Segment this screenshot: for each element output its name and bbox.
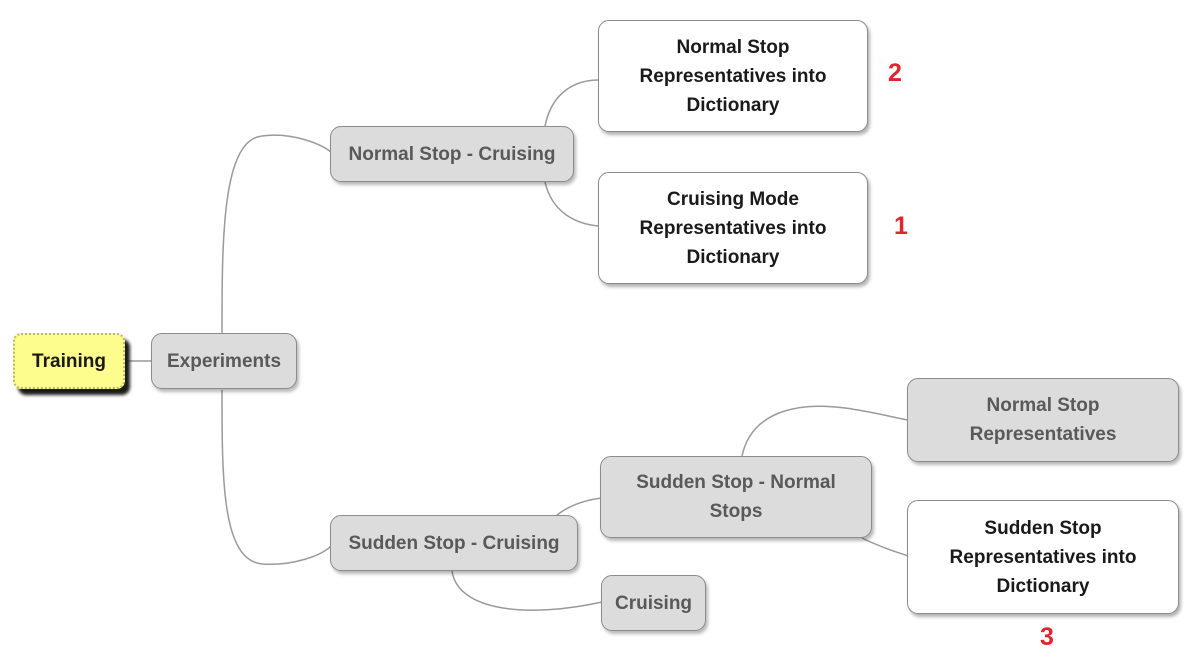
node-cruising-mode-rep-dict[interactable]: Cruising Mode Representatives into Dicti… xyxy=(598,172,868,284)
node-experiments[interactable]: Experiments xyxy=(151,333,297,389)
node-normal-stop-reps[interactable]: Normal Stop Representatives xyxy=(907,378,1179,462)
node-cruising-label: Cruising xyxy=(614,592,693,614)
marker-label-3: 3 xyxy=(1040,623,1054,651)
connector-sudden-stop-cruising-sudden-stop-normal-stops xyxy=(556,497,603,516)
node-sudden-stop-rep-dict-label: Sudden Stop Representatives into Diction… xyxy=(949,517,1137,597)
node-normal-stop-rep-dict-label: Normal Stop Representatives into Diction… xyxy=(639,36,827,116)
connector-sudden-stop-normal-stops-normal-stop-reps xyxy=(741,405,909,457)
node-cruising[interactable]: Cruising xyxy=(601,575,706,631)
marker-label-1: 1 xyxy=(894,212,908,240)
node-normal-stop-cruising[interactable]: Normal Stop - Cruising xyxy=(330,126,574,182)
node-normal-stop-reps-label: Normal Stop Representatives xyxy=(969,395,1117,445)
node-sudden-stop-rep-dict[interactable]: Sudden Stop Representatives into Diction… xyxy=(907,500,1179,614)
node-training[interactable]: Training xyxy=(13,333,125,389)
connector-experiments-sudden-stop-cruising xyxy=(221,389,333,565)
node-sudden-stop-normal-stops[interactable]: Sudden Stop - Normal Stops xyxy=(600,456,872,538)
node-normal-stop-rep-dict[interactable]: Normal Stop Representatives into Diction… xyxy=(598,20,868,132)
node-normal-stop-cruising-label: Normal Stop - Cruising xyxy=(348,143,556,165)
node-sudden-stop-cruising-label: Sudden Stop - Cruising xyxy=(348,532,560,554)
node-training-label: Training xyxy=(32,350,106,372)
connector-normal-stop-cruising-normal-stop-rep-dict xyxy=(544,79,600,127)
connector-normal-stop-cruising-cruising-mode-rep-dict xyxy=(544,181,600,227)
node-experiments-label: Experiments xyxy=(166,350,282,372)
marker-label-2: 2 xyxy=(888,59,902,87)
node-sudden-stop-normal-stops-label: Sudden Stop - Normal Stops xyxy=(636,472,836,522)
connector-sudden-stop-normal-stops-sudden-stop-rep-dict xyxy=(861,537,909,557)
connector-experiments-normal-stop-cruising xyxy=(221,134,333,334)
node-sudden-stop-cruising[interactable]: Sudden Stop - Cruising xyxy=(330,515,578,571)
node-cruising-mode-rep-dict-label: Cruising Mode Representatives into Dicti… xyxy=(639,188,827,268)
connector-sudden-stop-cruising-cruising xyxy=(451,570,603,611)
